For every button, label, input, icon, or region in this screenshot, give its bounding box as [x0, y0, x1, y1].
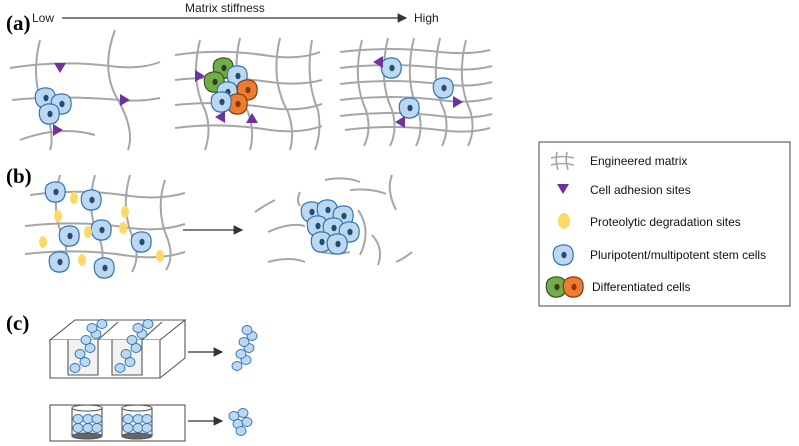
legend-label-degradation: Proteolytic degradation sites	[590, 215, 741, 229]
legend-label-matrix: Engineered matrix	[590, 154, 687, 168]
elongated-aggregate	[231, 325, 258, 371]
spherical-aggregate	[228, 408, 253, 436]
panel-label-c: (c)	[6, 311, 29, 335]
yellow-ellipse-icon	[558, 213, 570, 229]
legend-label-adhesion: Cell adhesion sites	[590, 183, 691, 197]
microwell-substrate	[49, 404, 186, 442]
legend-label-stem-cells: Pluripotent/multipotent stem cells	[590, 248, 766, 262]
stiffness-low-label: Low	[32, 11, 54, 25]
legend: Engineered matrix Cell adhesion sites Pr…	[538, 141, 791, 307]
purple-triangle-icon	[557, 184, 569, 194]
stiffness-axis: Low Matrix stiffness High	[32, 1, 439, 25]
low-stiffness-matrix	[9, 29, 161, 151]
aggregated-stem-cells	[300, 199, 360, 255]
stiffness-high-label: High	[414, 11, 439, 25]
stiffness-axis-title: Matrix stiffness	[185, 1, 265, 15]
panel-label-a: (a)	[6, 11, 31, 35]
legend-label-differentiated: Differentiated cells	[592, 280, 691, 294]
matrix-fiber-icon	[550, 151, 575, 171]
panel-label-b: (b)	[6, 164, 32, 188]
blue-cell-icon	[552, 244, 574, 266]
high-stiffness-matrix	[339, 37, 493, 147]
